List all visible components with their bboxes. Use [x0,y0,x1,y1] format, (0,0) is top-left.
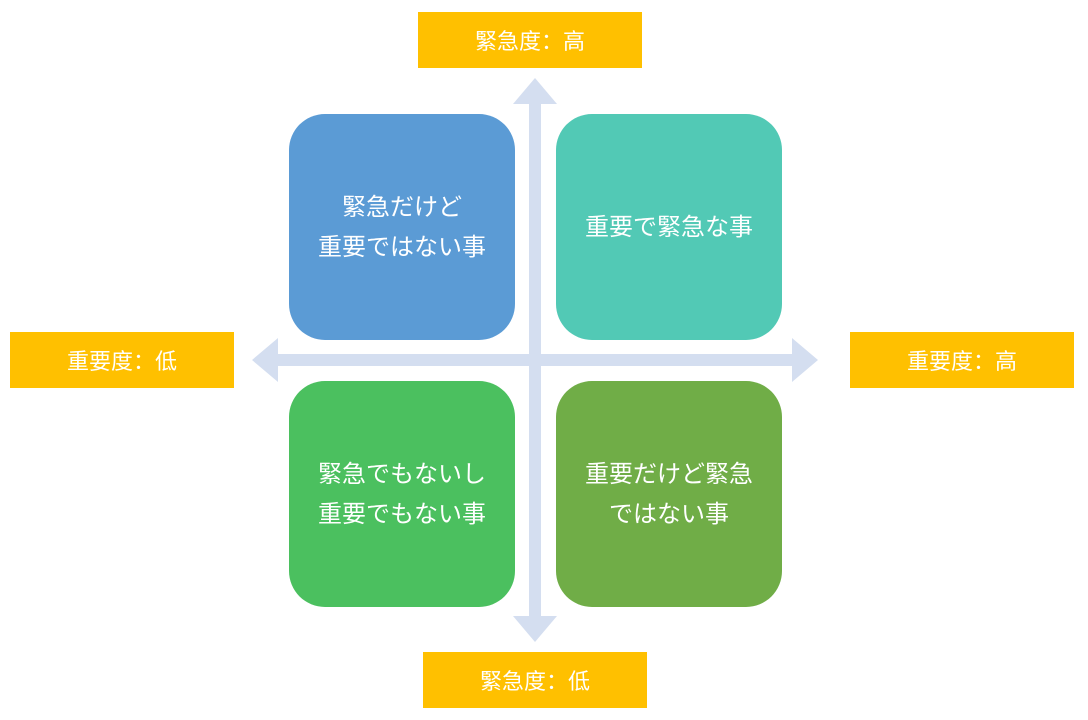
quadrant-text-line: 緊急だけど [342,193,462,221]
quadrant-text-line: 重要で緊急な事 [585,213,753,241]
quadrant-top-left: 緊急だけど 重要ではない事 [289,114,515,340]
quadrant-top-right: 重要で緊急な事 [556,114,782,340]
importance-low-label: 重要度：低 [10,332,234,388]
importance-high-label: 重要度：高 [850,332,1074,388]
quadrant-text-line: 重要でもない事 [318,500,486,528]
urgency-low-label: 緊急度：低 [423,652,647,708]
quadrant-text-line: 重要ではない事 [318,233,486,261]
horizontal-axis-arrow [252,338,818,382]
quadrant-text-line: 重要だけど緊急 [585,460,753,488]
urgency-high-label: 緊急度：高 [418,12,642,68]
quadrant-text-line: 緊急でもないし [318,460,486,488]
quadrant-bottom-left: 緊急でもないし 重要でもない事 [289,381,515,607]
quadrant-text-line: ではない事 [609,500,729,528]
quadrant-bottom-right: 重要だけど緊急 ではない事 [556,381,782,607]
